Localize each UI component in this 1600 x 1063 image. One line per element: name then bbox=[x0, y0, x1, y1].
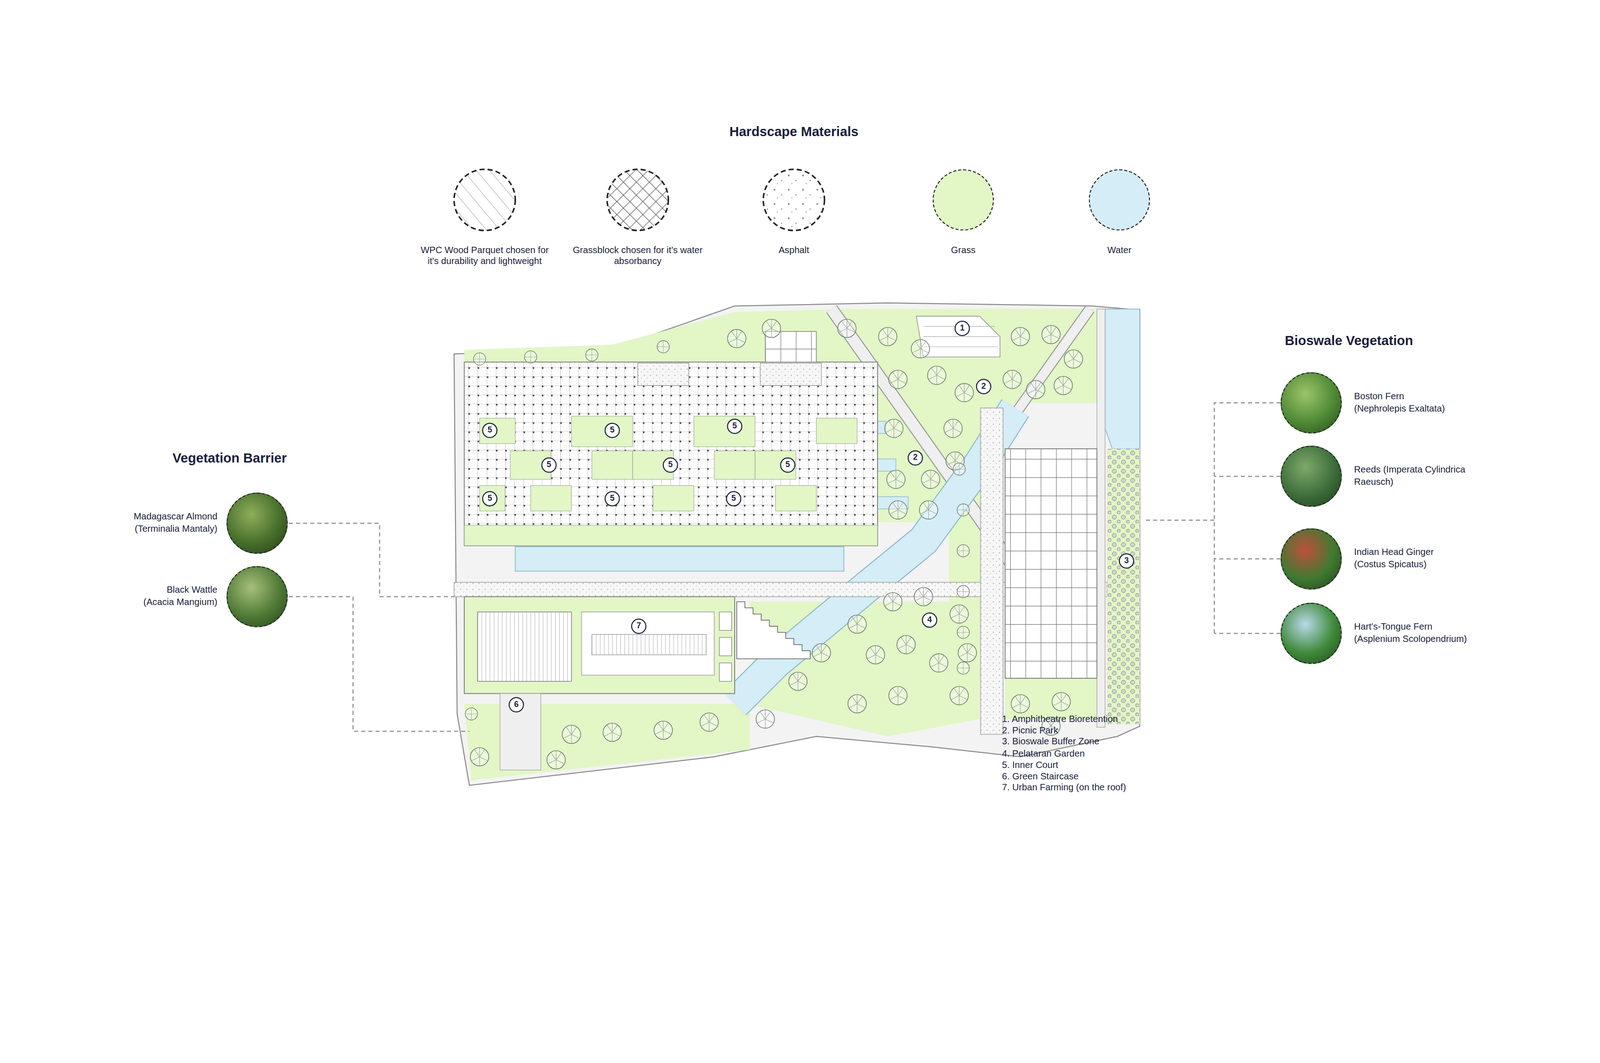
legend-swatch bbox=[1088, 169, 1151, 231]
plant-photo-circle: Boston Fern (Nephrolepis Exaltata) bbox=[1280, 372, 1342, 434]
callout-number: 7 bbox=[636, 622, 642, 631]
section-heading: Bioswale Vegetation bbox=[1284, 332, 1414, 349]
callout-number: 5 bbox=[609, 426, 615, 435]
callout-number: 1 bbox=[960, 324, 965, 333]
section-heading: Vegetation Barrier bbox=[172, 450, 287, 466]
plant-label: Madagascar Almond (Terminalia Mantaly) bbox=[128, 511, 218, 536]
legend-caption: Water bbox=[1049, 245, 1189, 257]
callout-number: 5 bbox=[732, 422, 737, 431]
legend-note: 5. Inner Court bbox=[1001, 760, 1059, 772]
legend-note: 6. Green Staircase bbox=[1001, 771, 1079, 783]
callout-number: 5 bbox=[487, 495, 492, 504]
plant-photo-circle: Black Wattle (Acacia Mangium) bbox=[226, 566, 288, 628]
callout-number: 5 bbox=[487, 426, 492, 435]
plant-label: Boston Fern (Nephrolepis Exaltata) bbox=[1354, 391, 1451, 415]
legend-note: 4. Pelataran Garden bbox=[1001, 748, 1085, 760]
plant-photo-circle: Reeds (Imperata Cylindrica Raeusch) bbox=[1280, 445, 1342, 507]
callout-number: 4 bbox=[927, 616, 932, 625]
callout-number: 5 bbox=[668, 461, 673, 470]
plant-photo-circle: Indian Head Ginger (Costus Spicatus) bbox=[1280, 528, 1342, 590]
legend-caption: Grass bbox=[894, 245, 1033, 257]
callout-number: 5 bbox=[546, 461, 552, 470]
plant-photo-circle: Madagascar Almond (Terminalia Mantaly) bbox=[226, 492, 288, 554]
legend-note: 7. Urban Farming (on the roof) bbox=[1001, 782, 1126, 794]
callout-number: 5 bbox=[609, 495, 615, 504]
callout-number: 2 bbox=[913, 454, 918, 463]
callout-number: 2 bbox=[981, 382, 987, 391]
legend-caption: Asphalt bbox=[724, 245, 864, 257]
legend-note: 1. Amphitheatre Bioretention bbox=[1001, 714, 1118, 726]
callout-number: 5 bbox=[731, 495, 737, 504]
plant-label: Black Wattle (Acacia Mangium) bbox=[138, 584, 218, 609]
plant-photo-circle: Hart's-Tongue Fern (Asplenium Scolopendr… bbox=[1280, 603, 1342, 665]
legend-caption: Grassblock chosen for it's water absorba… bbox=[568, 245, 708, 268]
callout-number: 6 bbox=[514, 700, 519, 710]
legend-note: 2. Picnic Park bbox=[1001, 725, 1059, 737]
callout-number: 3 bbox=[1124, 557, 1129, 566]
legend-caption: WPC Wood Parquet chosen for it's durabil… bbox=[415, 245, 555, 268]
plant-label: Indian Head Ginger (Costus Spicatus) bbox=[1354, 547, 1439, 572]
section-heading: Hardscape Materials bbox=[729, 123, 859, 140]
plant-label: Hart's-Tongue Fern (Asplenium Scolopendr… bbox=[1354, 621, 1472, 646]
legend-note: 3. Bioswale Buffer Zone bbox=[1001, 736, 1100, 748]
plant-label: Reeds (Imperata Cylindrica Raeusch) bbox=[1354, 464, 1483, 489]
legend-swatch bbox=[932, 169, 994, 231]
callout-number: 5 bbox=[785, 461, 791, 470]
